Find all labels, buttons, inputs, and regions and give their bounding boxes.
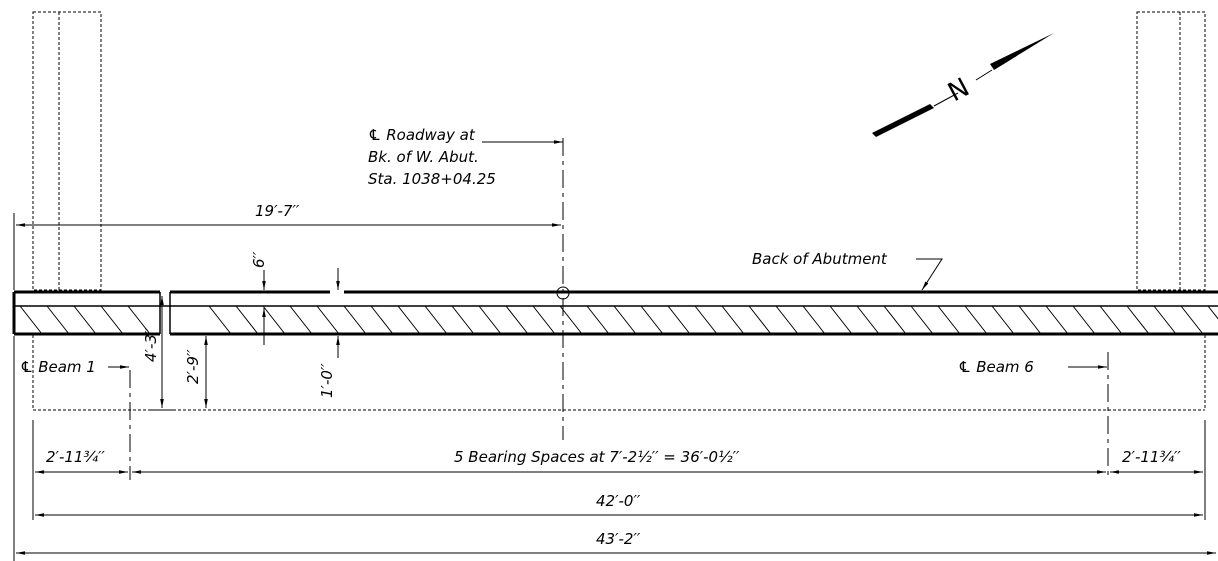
hatch-line [1018, 305, 1042, 335]
dim-2ft9: 2′-9′′ [184, 336, 208, 408]
dim-4ft3-text: 4′-3′′ [142, 327, 160, 362]
dim-bearing-spaces: 5 Bearing Spaces at 7′-2½′′ = 36′-0½′′ [454, 448, 740, 466]
north-symbol: N [943, 73, 974, 109]
hatch-line [910, 305, 934, 335]
hatch-line [1045, 305, 1069, 335]
hatch-line [586, 305, 610, 335]
dim-bearing-row: 2′-11¾′′ 5 Bearing Spaces at 7′-2½′′ = 3… [32, 420, 1206, 520]
hatch-line [802, 305, 826, 335]
dim-end-left: 2′-11¾′′ [46, 448, 105, 466]
hatch-line [424, 305, 448, 335]
hatch-line [883, 305, 907, 335]
hatch-line [559, 305, 583, 335]
dim-end-right: 2′-11¾′′ [1122, 448, 1181, 466]
dim-1ft: 1′-0′′ [318, 268, 340, 398]
hatch-line [1153, 305, 1177, 335]
roadway-note: ℄ Roadway at Bk. of W. Abut. Sta. 1038+0… [368, 126, 563, 188]
hatch-line [721, 305, 745, 335]
dim-6in: 6′′ [250, 251, 268, 345]
hatch-line [235, 305, 259, 335]
dim-42: 42′-0′′ [35, 492, 1203, 517]
hatch-line [1180, 305, 1204, 335]
dim-4ft3: 4′-3′′ [142, 296, 174, 411]
hatch-line [613, 305, 637, 335]
hatch-line [640, 305, 664, 335]
hatch-line [73, 305, 97, 335]
roadway-note-line1: ℄ Roadway at [368, 126, 476, 144]
hatch-line [775, 305, 799, 335]
hatch-line [262, 305, 286, 335]
hatch-line [343, 305, 367, 335]
dim-19-7: 19′-7′′ [13, 202, 561, 290]
hatch-line [46, 305, 70, 335]
beam6-label: ℄ Beam 6 [958, 358, 1034, 376]
hatch-line [208, 305, 232, 335]
hatch-line [667, 305, 691, 335]
wingwall-right [1136, 11, 1206, 291]
hatch-line [127, 305, 151, 335]
beam1-centerline: ℄ Beam 1 [20, 358, 131, 480]
hatch-line [532, 305, 556, 335]
hatch-line [937, 305, 961, 335]
hatch-line [316, 305, 340, 335]
dim-1ft-text: 1′-0′′ [318, 363, 336, 398]
back-of-abutment-label: Back of Abutment [752, 250, 888, 268]
hatch-line [289, 305, 313, 335]
footing-outline [32, 335, 1205, 411]
hatch-line [505, 305, 529, 335]
dim-6in-text: 6′′ [250, 251, 268, 268]
beam1-label: ℄ Beam 1 [20, 358, 96, 376]
back-of-abutment-note: Back of Abutment [752, 250, 943, 291]
roadway-note-line3: Sta. 1038+04.25 [368, 170, 496, 188]
hatch-line [397, 305, 421, 335]
dim-2ft9-text: 2′-9′′ [184, 349, 202, 384]
hatch-line [964, 305, 988, 335]
wall-hatching [19, 305, 1218, 335]
dim-43-text: 43′-2′′ [596, 530, 641, 548]
north-arrow: N [872, 33, 1054, 137]
hatch-line [829, 305, 853, 335]
dim-43: 43′-2′′ [13, 336, 1216, 561]
beam6-centerline: ℄ Beam 6 [958, 352, 1109, 480]
hatch-line [1099, 305, 1123, 335]
hatch-line [370, 305, 394, 335]
roadway-centerline [555, 138, 571, 440]
hatch-line [451, 305, 475, 335]
hatch-line [478, 305, 502, 335]
hatch-line [100, 305, 124, 335]
hatch-line [19, 305, 43, 335]
wingwall-left [32, 11, 102, 291]
roadway-note-line2: Bk. of W. Abut. [368, 148, 479, 166]
hatch-line [991, 305, 1015, 335]
hatch-line [856, 305, 880, 335]
hatch-line [694, 305, 718, 335]
abutment-wall [12, 290, 1218, 336]
hatch-line [1126, 305, 1150, 335]
hatch-line [1207, 305, 1218, 320]
hatch-line [748, 305, 772, 335]
dim-42-text: 42′-0′′ [596, 492, 641, 510]
dim-19-7-text: 19′-7′′ [255, 202, 300, 220]
hatch-line [1072, 305, 1096, 335]
